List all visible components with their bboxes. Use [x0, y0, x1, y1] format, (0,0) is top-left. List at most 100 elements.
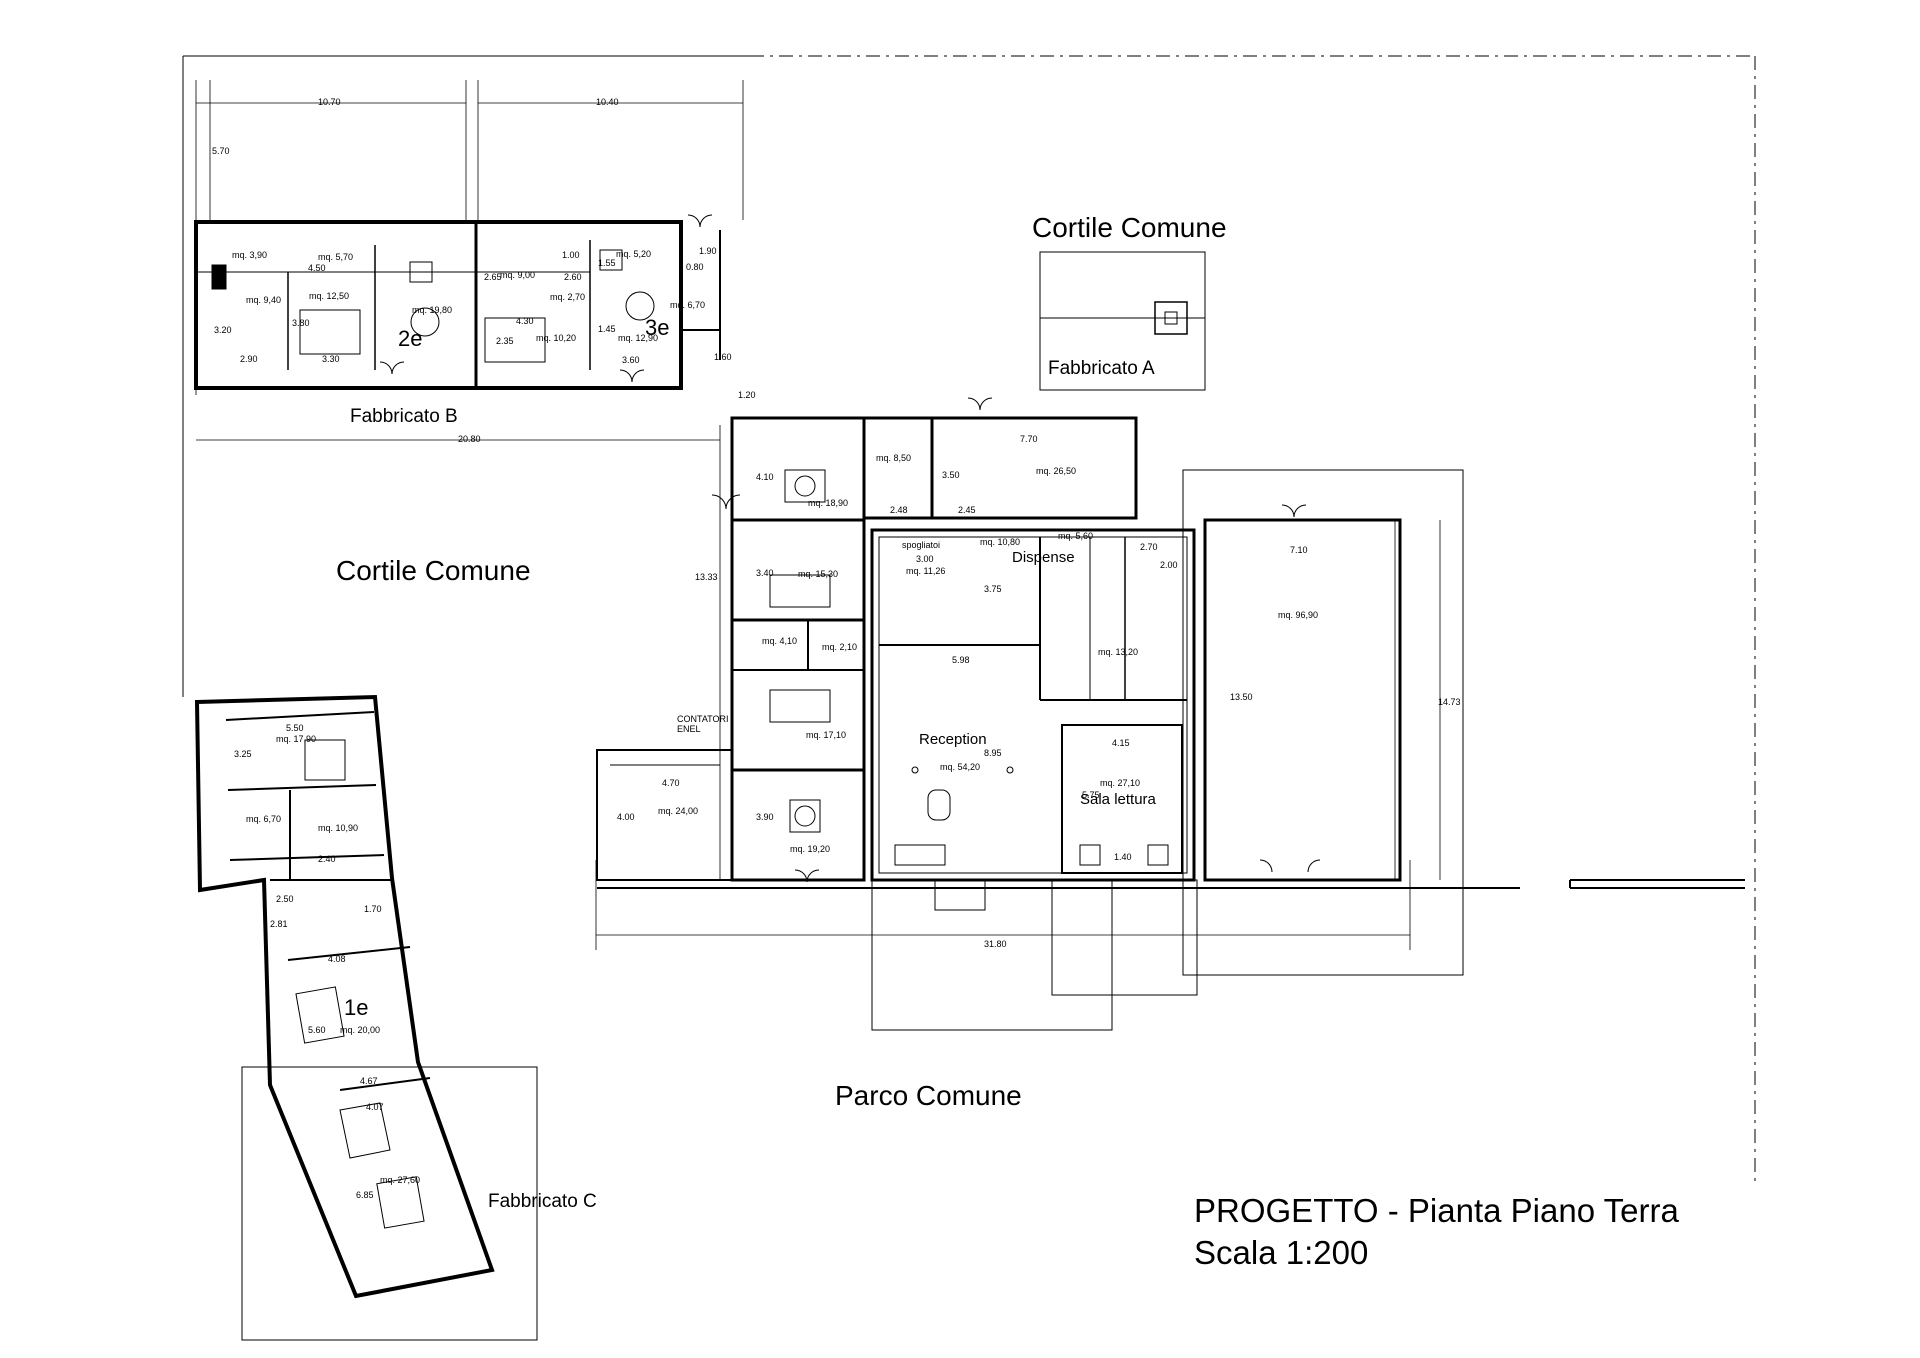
area-label: mq. 5,20 [616, 249, 652, 259]
dimension-label: 10.40 [596, 97, 619, 107]
dimension-label: 4.50 [308, 263, 326, 273]
dimension-label: 2.00 [1160, 560, 1178, 570]
dimension-label: 3.75 [984, 584, 1002, 594]
area-label: mq. 9,00 [500, 270, 536, 280]
dimension-label: 2.65 [484, 272, 502, 282]
area-label: mq. 24,00 [658, 806, 699, 816]
area-label: mq. 6,70 [670, 300, 706, 310]
dimension-label: 2.35 [496, 336, 514, 346]
dimension-label: 10.70 [318, 97, 341, 107]
project-title: PROGETTO - Pianta Piano Terra [1194, 1192, 1679, 1229]
unit-2e-label: 2e [398, 326, 423, 351]
door-swings [379, 214, 1321, 883]
dimension-label: 5.98 [952, 655, 970, 665]
area-label: mq. 2,10 [822, 642, 858, 652]
dimension-label: 5.60 [308, 1025, 326, 1035]
enel-label: ENEL [677, 724, 701, 734]
dispense-label: Dispense [1012, 549, 1075, 566]
area-label: mq. 10,90 [318, 823, 359, 833]
dimension-label: 3.40 [756, 568, 774, 578]
dimension-label: 2.48 [890, 505, 908, 515]
unit-3e-label: 3e [645, 315, 670, 340]
dimension-label: 4.67 [360, 1076, 378, 1086]
dimension-label: 4.07 [366, 1102, 384, 1112]
area-label: mq. 11,26 [906, 566, 946, 576]
dimension-label: 5.70 [212, 146, 230, 156]
area-label: mq. 12,90 [618, 333, 659, 343]
dimension-label: 5.50 [286, 723, 304, 733]
dimension-label: 1.20 [738, 390, 756, 400]
dimension-label: 1.00 [562, 250, 580, 260]
area-label: mq. 10,80 [980, 537, 1021, 547]
area-label: mq. 27,10 [1100, 778, 1141, 788]
building-c [194, 694, 538, 1341]
area-label: mq. 17,90 [276, 734, 317, 744]
area-label: mq. 27,60 [380, 1175, 421, 1185]
dimension-label: 3.50 [942, 470, 960, 480]
fabbricato-b-label: Fabbricato B [350, 406, 458, 427]
area-label: mq. 3,90 [232, 250, 268, 260]
area-label: mq. 8,50 [876, 453, 912, 463]
dimension-label: 4.08 [328, 954, 346, 964]
spogliatoi-label: spogliatoi [902, 540, 941, 550]
reception-label: Reception [919, 731, 987, 748]
site-boundary [182, 55, 1756, 1185]
dimension-label: 4.10 [756, 472, 774, 482]
area-label: mq. 19,20 [790, 844, 831, 854]
dimension-label: 0.80 [686, 262, 704, 272]
dimension-label: 13.50 [1230, 692, 1253, 702]
building-b [194, 220, 721, 390]
dimension-label: 3.80 [292, 318, 310, 328]
dimension-label: 1.90 [699, 246, 717, 256]
dimension-label: 4.15 [1112, 738, 1130, 748]
building-a [596, 251, 1745, 1031]
dimension-label: 2.90 [240, 354, 258, 364]
dimension-label: 2.50 [276, 894, 294, 904]
dimension-label: 3.25 [234, 749, 252, 759]
dimension-label: 3.90 [756, 812, 774, 822]
dimension-label: 13.33 [695, 572, 718, 582]
dimension-label: 2.81 [270, 919, 288, 929]
area-label: mq. 6,70 [246, 814, 282, 824]
area-label: mq. 18,90 [808, 498, 849, 508]
dimension-label: 4.00 [617, 812, 635, 822]
area-label: mq. 4,10 [762, 636, 798, 646]
dimension-label: 8.95 [984, 748, 1002, 758]
dimension-label: 3.60 [622, 355, 640, 365]
dimension-label: 1.55 [598, 258, 616, 268]
dimension-label: 4.70 [662, 778, 680, 788]
cortile-comune-top-label: Cortile Comune [1032, 212, 1227, 243]
dimension-label: 31.80 [984, 939, 1007, 949]
dimension-label: 1.60 [714, 352, 732, 362]
project-scale: Scala 1:200 [1194, 1234, 1369, 1271]
area-label: mq. 2,70 [550, 292, 586, 302]
dimension-label: 5.75 [1082, 790, 1100, 800]
area-label: mq. 15,30 [798, 569, 839, 579]
area-label: mq. 54,20 [940, 762, 981, 772]
fabbricato-a-label: Fabbricato A [1048, 358, 1155, 379]
dimension-label: 20.80 [458, 434, 481, 444]
area-label: mq. 13,20 [1098, 647, 1139, 657]
area-label: mq. 10,20 [536, 333, 577, 343]
dimension-label: 4.30 [516, 316, 534, 326]
dimension-label: 7.10 [1290, 545, 1308, 555]
contatori-label: CONTATORI [677, 714, 729, 724]
area-label: mq. 17,10 [806, 730, 847, 740]
dimension-label: 2.40 [318, 854, 336, 864]
cortile-comune-left-label: Cortile Comune [336, 555, 531, 586]
dimension-label: 3.00 [916, 554, 934, 564]
area-label: mq. 20,00 [340, 1025, 381, 1035]
area-label: mq. 19,80 [412, 305, 453, 315]
area-label: mq. 26,50 [1036, 466, 1077, 476]
dimension-label: 1.40 [1114, 852, 1132, 862]
dimension-label: 7.70 [1020, 434, 1038, 444]
dimension-label: 1.70 [364, 904, 382, 914]
area-label: mq. 9,40 [246, 295, 282, 305]
dimension-label: 2.45 [958, 505, 976, 515]
dimension-label: 3.30 [322, 354, 340, 364]
area-label: mq. 96,90 [1278, 610, 1319, 620]
sala-lettura-label: Sala lettura [1080, 791, 1156, 808]
dimension-label: 14.73 [1438, 697, 1461, 707]
dimension-lines [195, 80, 1441, 950]
